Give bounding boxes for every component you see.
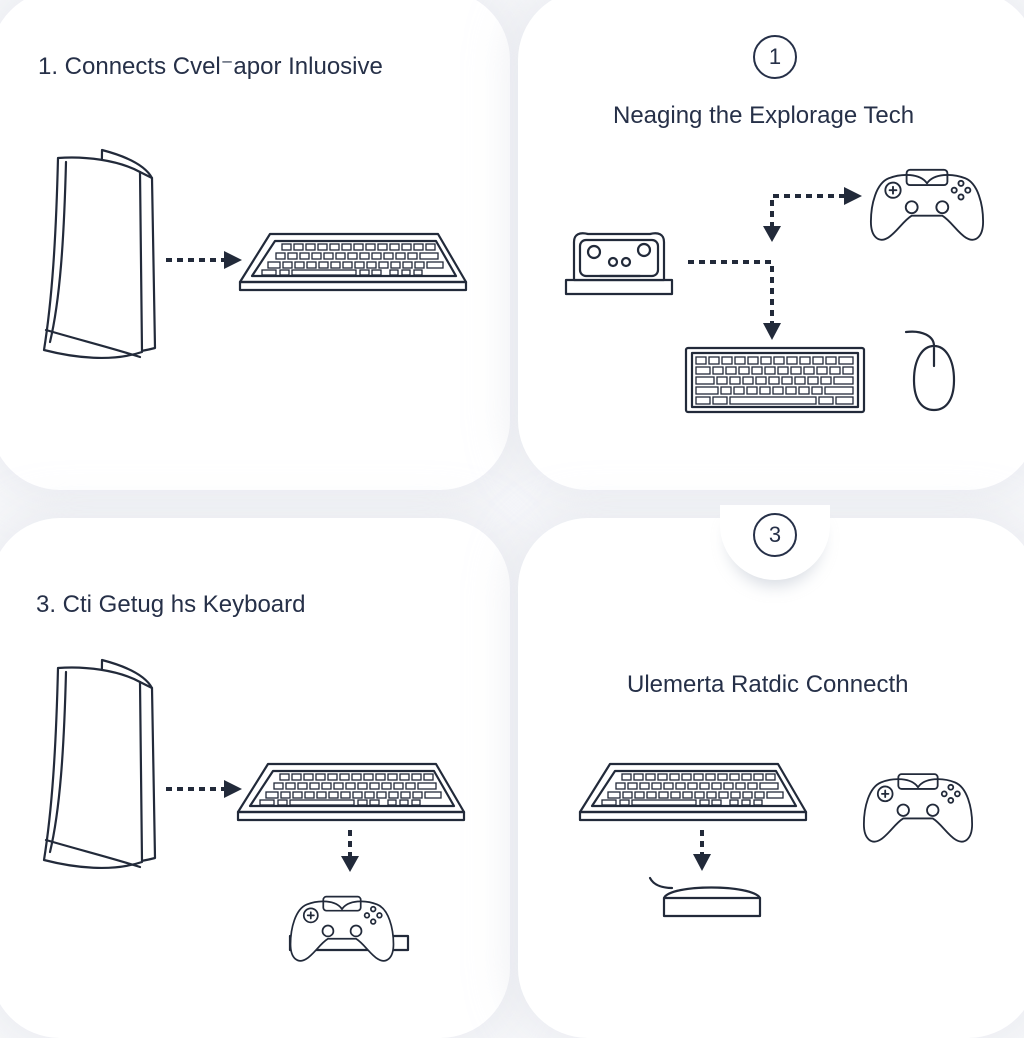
arrow-connector (770, 194, 846, 228)
panel-2-title: Neaging the Explorage Tech (613, 102, 915, 129)
mouse-icon (904, 330, 956, 412)
arrow-head (844, 187, 862, 205)
arrow-head (224, 780, 242, 798)
arrow-connector (688, 260, 774, 325)
arrow-head (693, 854, 711, 871)
keyboard-icon (578, 762, 808, 822)
arrow-head (763, 226, 781, 242)
console-icon (42, 148, 157, 360)
keyboard-icon (238, 232, 468, 292)
docking-station-icon (564, 232, 674, 296)
panel-4-title: Ulemerta Ratdic Connecth (627, 671, 909, 698)
gamepad-icon (862, 773, 974, 843)
panel-1-title: 1. Connects Cvel⁻apor Inluosive (38, 53, 383, 80)
arrow-head (763, 323, 781, 340)
step-number-badge: 3 (753, 513, 797, 557)
arrow-head (224, 251, 242, 269)
gamepad-icon (869, 168, 985, 241)
charging-dock-icon (288, 895, 410, 962)
receiver-icon (648, 876, 762, 918)
panel-3-title: 3. Cti Getug hs Keyboard (36, 591, 306, 618)
keyboard-icon (236, 762, 466, 822)
arrow-head (341, 856, 359, 872)
keyboard-icon (684, 346, 866, 414)
step-number-badge: 1 (753, 35, 797, 79)
console-icon (42, 658, 157, 870)
